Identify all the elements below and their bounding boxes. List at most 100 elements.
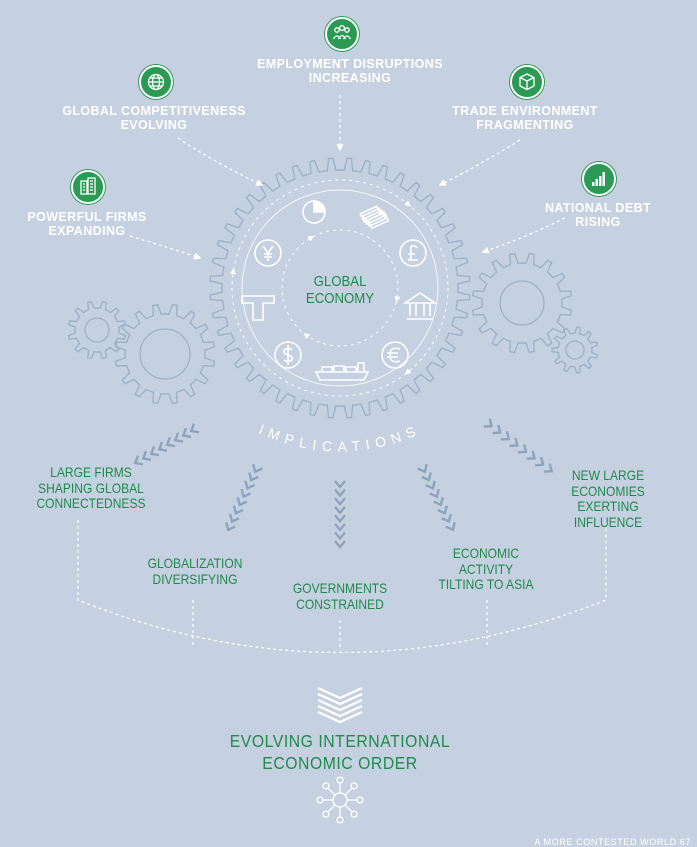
center-label: Global Economy [287, 273, 393, 308]
driver-trade-line2: Fragmenting [476, 118, 574, 132]
chevrons-economic-activity-chevron [417, 463, 428, 474]
chevrons-globalization-chevron [228, 513, 240, 524]
driver-debt-label: National Debt Rising [528, 201, 668, 229]
implication-large-firms-line1: Large Firms [50, 464, 132, 480]
outer-solid-ring [241, 189, 439, 387]
driver-trade-label: Trade Environment Fragmenting [430, 104, 620, 132]
euro-icon [381, 341, 409, 369]
implications-label-text: IMPLICATIONS [257, 421, 418, 455]
left-gear [114, 303, 216, 405]
chevrons-globalization-chevron [248, 472, 259, 482]
chevrons-large-firms-chevron [149, 446, 160, 457]
final-chevron [317, 686, 363, 700]
chevrons-large-firms-chevron [133, 455, 144, 466]
final-chevron-stack [317, 686, 363, 724]
building-t-icon [241, 295, 275, 321]
chevrons-governments-chevron [334, 531, 346, 541]
implication-globalization-line1: Globalization [147, 555, 243, 571]
chevrons-globalization-chevron [224, 521, 236, 532]
chevrons-economic-activity [417, 463, 456, 532]
chevrons-governments-chevron [334, 514, 346, 524]
implication-large-firms-line2: Shaping Global [38, 479, 144, 496]
chevrons-globalization [224, 463, 263, 532]
outer-ring-arrow-2 [404, 200, 411, 207]
implication-economic-activity-line1: Economic [452, 545, 520, 561]
right-gear-hub [499, 280, 545, 326]
implication-economic-activity-line2: Activity [458, 560, 514, 577]
globe-icon [139, 65, 173, 99]
chevrons-globalization-chevron [244, 480, 256, 491]
left-gear-hub [139, 328, 191, 380]
chevrons-new-economies-chevron [492, 424, 502, 435]
chevrons-large-firms-chevron [181, 427, 192, 439]
driver-competitiveness-label: Global Competitiveness Evolving [44, 104, 264, 132]
chevrons-new-economies-chevron [483, 418, 494, 428]
chevrons-governments-chevron [334, 480, 346, 489]
chevrons-governments-chevron [334, 505, 346, 515]
driver-employment-line2: Increasing [308, 71, 392, 85]
yen-icon [254, 239, 282, 267]
center-line2: Economy [305, 289, 375, 307]
final-chevron [317, 692, 363, 706]
driver-employment-line1: Employment Disruptions [257, 57, 443, 71]
chevrons-large-firms-chevron [189, 423, 200, 434]
chevrons-new-economies-chevron [543, 463, 554, 473]
implication-economic-activity: Economic Activity Tilting to Asia [421, 545, 552, 593]
cargo-ship-icon [314, 362, 370, 381]
final-chevron [317, 704, 363, 718]
chevrons-new-economies-chevron [526, 450, 536, 460]
chevrons-economic-activity-chevron [425, 480, 436, 491]
center-line1: Global [313, 273, 367, 290]
bank-icon [402, 292, 438, 320]
chevrons-large-firms-chevron [173, 432, 184, 443]
chevrons-new-economies-chevron [500, 431, 511, 441]
network-icon [316, 776, 364, 824]
chevrons-economic-activity-chevron [421, 472, 432, 482]
ring-arrow-2 [307, 235, 315, 242]
driver-trade-line1: Trade Environment [452, 104, 598, 118]
driver-firms-line2: Expanding [48, 224, 126, 238]
outer-ring-arrow-1 [229, 268, 236, 275]
buildings-icon [71, 170, 105, 204]
right-small-gear [551, 326, 599, 374]
final-chevron [317, 710, 363, 724]
implication-new-economies-line3: Influence [573, 514, 643, 531]
chevrons-economic-activity-chevron [433, 497, 444, 507]
chevrons-governments-chevron [334, 488, 346, 498]
implications-label: IMPLICATIONS [257, 421, 424, 455]
people-icon [325, 17, 359, 51]
chevrons-new-economies-chevron [509, 437, 519, 448]
main-gear [209, 157, 471, 419]
chevrons-large-firms [133, 423, 200, 466]
final-chevron [317, 698, 363, 712]
implication-new-economies: New Large Economies Exerting Influence [539, 467, 677, 531]
money-stack-icon [359, 205, 390, 230]
chevrons-globalization-chevron [232, 505, 244, 515]
final-outcome-label: Evolving International Economic Order [205, 731, 475, 775]
page-footer: A More Contested World 67 [534, 837, 691, 847]
driver-competitiveness-line1: Global Competitiveness [62, 104, 246, 118]
dollar-icon [274, 341, 302, 369]
implication-globalization: Globalization Diversifying [131, 555, 260, 587]
implication-economic-activity-line3: Tilting to Asia [438, 576, 534, 593]
bar-chart-icon [582, 162, 616, 196]
outer-dashed-ring [231, 179, 449, 397]
outer-ring-arrow-0 [404, 368, 412, 375]
right-small-gear-hub [565, 340, 585, 360]
implication-large-firms: Large Firms Shaping Global Connectedness [27, 464, 156, 512]
pound-icon [399, 239, 427, 267]
chevrons-new-economies-chevron [535, 456, 545, 467]
driver-firms-line1: Powerful Firms [27, 210, 147, 224]
chevrons-governments-chevron [334, 540, 346, 549]
implications-bracket [77, 520, 607, 654]
implication-large-firms-line3: Connectedness [36, 495, 146, 512]
chevrons-economic-activity-chevron [437, 505, 448, 515]
final-line2: Economic Order [262, 752, 418, 773]
firms-arrow [129, 235, 202, 260]
chevrons-large-firms-chevron [165, 436, 176, 448]
left-small-gear-hub [84, 317, 110, 343]
left-small-gear [67, 300, 127, 360]
implication-new-economies-line2: Economies Exerting [571, 482, 645, 515]
